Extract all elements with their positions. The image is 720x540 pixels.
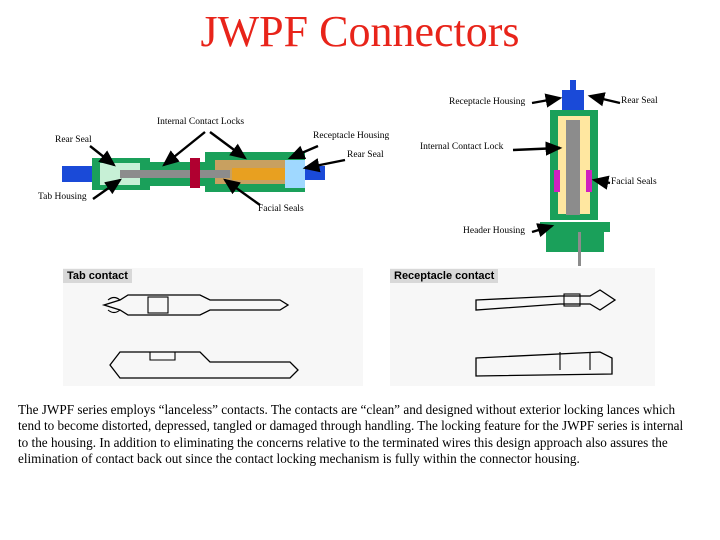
tab-contact-label: Tab contact bbox=[63, 269, 132, 283]
receptacle-contact-label: Receptacle contact bbox=[390, 269, 499, 283]
label-facial-seals-mid: Facial Seals bbox=[258, 204, 304, 214]
label-rear-seal-mid: Rear Seal bbox=[347, 150, 384, 160]
receptacle-contact-drawing bbox=[390, 268, 655, 386]
horizontal-connector-section bbox=[62, 152, 325, 192]
page-title: JWPF Connectors bbox=[200, 7, 520, 56]
label-tab-housing: Tab Housing bbox=[38, 192, 87, 202]
label-header-housing: Header Housing bbox=[463, 226, 525, 236]
label-facial-seals-right: Facial Seals bbox=[611, 177, 657, 187]
tab-contact-drawing bbox=[63, 268, 363, 386]
vertical-connector-section bbox=[540, 80, 610, 266]
label-receptacle-housing-mid: Receptacle Housing bbox=[313, 131, 390, 141]
description-paragraph: The JWPF series employs “lanceless” cont… bbox=[18, 402, 684, 467]
leader-arrows bbox=[89, 92, 621, 238]
label-internal-contact-lock: Internal Contact Lock bbox=[420, 142, 504, 152]
label-receptacle-housing-top: Receptacle Housing bbox=[449, 97, 526, 107]
label-rear-seal-left: Rear Seal bbox=[55, 135, 92, 145]
label-internal-contact-locks: Internal Contact Locks bbox=[157, 117, 245, 127]
label-rear-seal-top-right: Rear Seal bbox=[621, 96, 658, 106]
